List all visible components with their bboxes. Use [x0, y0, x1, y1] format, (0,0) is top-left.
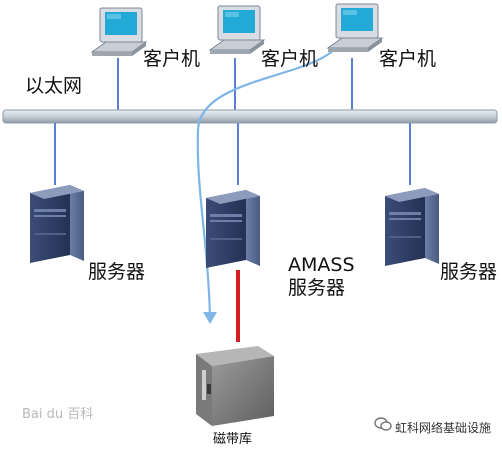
client-computer-2 — [209, 5, 265, 55]
tape-library-label: 磁带库 — [213, 432, 253, 447]
data-path-arrowhead — [203, 312, 217, 324]
client-label-3: 客户机 — [379, 48, 437, 70]
amass-server-label: AMASS 服务器 — [288, 254, 355, 300]
server-label-left: 服务器 — [88, 261, 146, 283]
server-right — [385, 188, 439, 266]
account-watermark: 虹科网络基础设施 — [395, 421, 492, 435]
data-path-arrow — [196, 29, 345, 319]
client-label-1: 客户机 — [143, 48, 201, 70]
baidu-watermark: Bai du 百科 — [22, 407, 94, 422]
tape-library-device — [196, 346, 274, 426]
server-amass — [206, 190, 260, 268]
client-computer-1 — [91, 7, 147, 57]
client-label-2: 客户机 — [261, 48, 319, 70]
server-label-right: 服务器 — [440, 261, 498, 283]
client-computer-3 — [327, 3, 383, 53]
wechat-icon — [374, 417, 392, 431]
ethernet-backbone — [2, 109, 498, 124]
server-left — [30, 185, 84, 263]
amass-label-line1: AMASS — [288, 254, 355, 276]
amass-label-line2: 服务器 — [288, 277, 346, 299]
ethernet-label: 以太网 — [25, 75, 83, 97]
